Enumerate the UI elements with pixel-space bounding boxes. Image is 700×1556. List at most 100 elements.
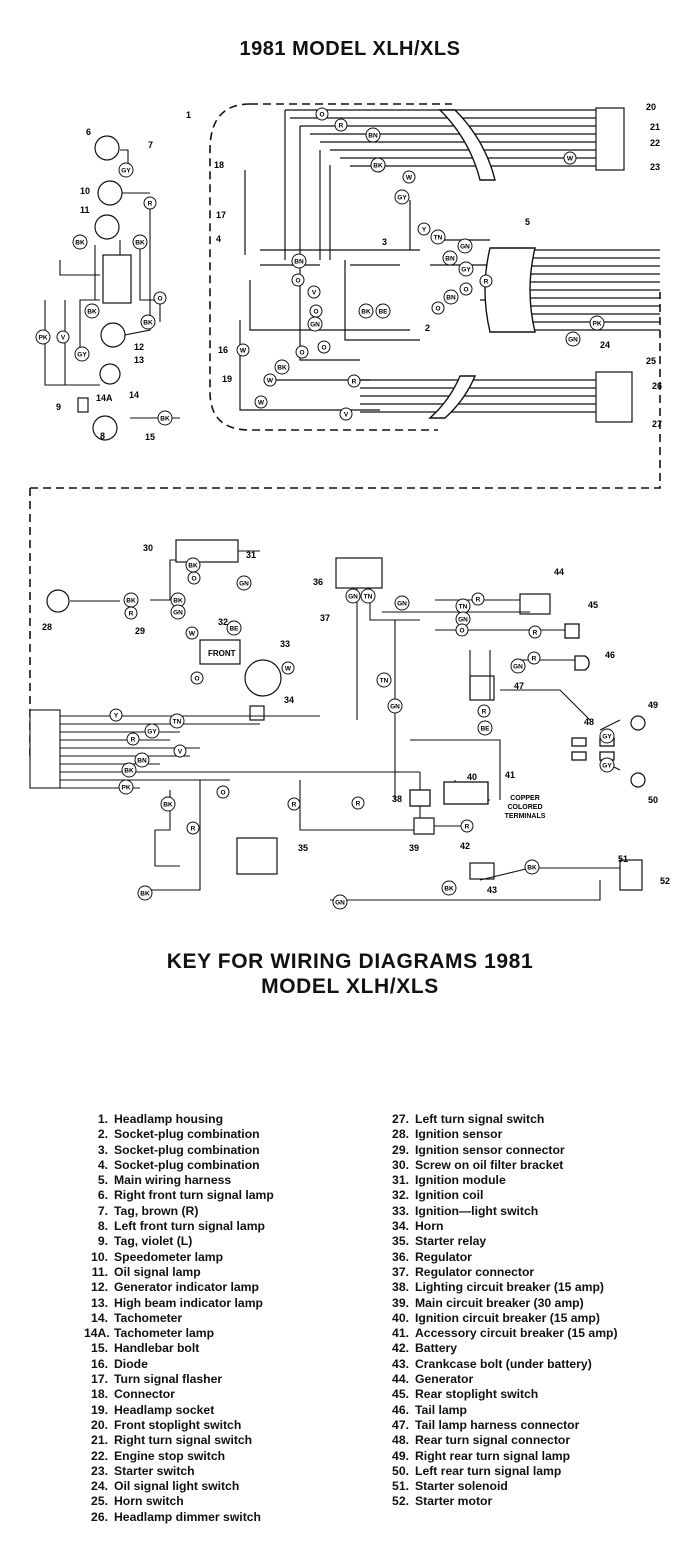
key-item: 51.Starter solenoid [385, 1479, 618, 1494]
callout-23: 23 [650, 162, 660, 172]
callout-49: 49 [648, 700, 658, 710]
key-item: 19.Headlamp socket [84, 1403, 274, 1418]
callout-43: 43 [487, 885, 497, 895]
svg-text:GN: GN [390, 704, 400, 711]
harness-break-bottom [428, 375, 477, 419]
wire-label-r: R [334, 118, 348, 132]
key-item-label: Diode [114, 1356, 148, 1371]
key-item: 17.Turn signal flasher [84, 1372, 274, 1387]
svg-text:GY: GY [602, 734, 612, 741]
key-item-label: Tachometer lamp [114, 1326, 215, 1341]
key-item: 44.Generator [385, 1372, 618, 1387]
wire-label-pk: PK [118, 779, 134, 795]
wire-label-r: R [287, 797, 301, 811]
key-item-number: 52. [392, 1494, 409, 1509]
key-item-number: 8. [97, 1219, 108, 1234]
svg-text:Y: Y [422, 227, 427, 234]
callout-1: 1 [186, 110, 191, 120]
svg-text:W: W [567, 156, 574, 163]
wire-label-gn: GN [394, 595, 410, 611]
key-item-number: 16. [91, 1356, 108, 1371]
key-item: 6.Right front turn signal lamp [84, 1188, 274, 1203]
wire-label-gn: GN [510, 658, 526, 674]
svg-text:BK: BK [163, 802, 173, 809]
callout-17: 17 [216, 210, 226, 220]
key-item-number: 18. [91, 1387, 108, 1402]
svg-text:GN: GN [310, 322, 320, 329]
key-item-label: Ignition coil [415, 1188, 484, 1203]
key-item-label: Left turn signal switch [415, 1112, 545, 1126]
key-item-number: 1. [97, 1112, 108, 1126]
wire-label-bk: BK [160, 796, 176, 812]
wire-label-gn: GN [345, 588, 361, 604]
svg-text:BN: BN [368, 133, 378, 140]
key-item: 50.Left rear turn signal lamp [385, 1464, 618, 1479]
wire-label-tn: TN [360, 588, 376, 604]
wire-label-o: O [455, 623, 469, 637]
svg-text:BN: BN [445, 256, 455, 263]
callout-22: 22 [650, 138, 660, 148]
wire-label-bk: BK [274, 359, 290, 375]
key-item-number: 15. [91, 1341, 108, 1356]
wire-label-gy: GY [599, 728, 615, 744]
callout-33: 33 [280, 639, 290, 649]
svg-text:BK: BK [361, 309, 371, 316]
callout-52: 52 [660, 876, 670, 886]
key-item-number: 23. [91, 1463, 108, 1478]
wire-label-o: O [315, 107, 329, 121]
wire-label-w: W [236, 343, 250, 357]
callout-2: 2 [425, 323, 430, 333]
svg-text:O: O [321, 345, 326, 352]
key-item-number: 12. [91, 1280, 108, 1295]
callout-19: 19 [222, 374, 232, 384]
key-item: 32. Ignition coil [385, 1188, 618, 1203]
callout-14: 14 [129, 390, 139, 400]
wire-label-r: R [126, 732, 140, 746]
wire-label-o: O [459, 282, 473, 296]
key-item-number: 29. [392, 1142, 409, 1157]
callout-26: 26 [652, 381, 662, 391]
key-item-label: Socket-plug combination [114, 1142, 260, 1157]
key-item-number: 36. [392, 1249, 409, 1264]
frame-outline [29, 292, 661, 760]
key-item-label: Socket-plug combination [114, 1157, 260, 1172]
wire-label-r: R [351, 796, 365, 810]
key-item: 45.Rear stoplight switch [385, 1387, 618, 1402]
svg-text:TN: TN [173, 719, 182, 726]
wire-label-be: BE [226, 620, 242, 636]
svg-text:BK: BK [373, 163, 383, 170]
key-item-number: 51. [392, 1479, 409, 1494]
key-item: 37.Regulator connector [385, 1265, 618, 1280]
switch-cluster-left [595, 371, 633, 423]
main-circuit-breaker [413, 817, 435, 835]
callout-18: 18 [214, 160, 224, 170]
svg-text:O: O [299, 350, 304, 357]
key-item: 40.Ignition circuit breaker (15 amp) [385, 1311, 618, 1326]
key-item-number: 44. [392, 1372, 409, 1387]
wire-label-gn: GN [457, 238, 473, 254]
svg-text:R: R [191, 826, 196, 833]
key-item: 22.Engine stop switch [84, 1449, 274, 1464]
key-item-label: Left rear turn signal lamp [415, 1463, 562, 1478]
key-item: 21.Right turn signal switch [84, 1433, 274, 1448]
svg-text:Y: Y [114, 713, 119, 720]
key-item-number: 21. [91, 1433, 108, 1448]
svg-text:BK: BK [444, 886, 454, 893]
svg-text:TN: TN [434, 235, 443, 242]
svg-text:GN: GN [239, 581, 249, 588]
wire-label-bn: BN [365, 127, 381, 143]
key-item-number: 5. [97, 1173, 108, 1188]
callout-51: 51 [618, 854, 628, 864]
key-item-label: Regulator connector [415, 1264, 535, 1279]
svg-text:BE: BE [378, 309, 388, 316]
key-item-number: 40. [392, 1310, 409, 1325]
wire-label-bk: BK [84, 303, 100, 319]
rear-stoplight-switch [564, 623, 580, 639]
key-item: 36.Regulator [385, 1250, 618, 1265]
wire-label-w: W [563, 151, 577, 165]
wire-label-bk: BK [170, 592, 186, 608]
callout-44: 44 [554, 567, 564, 577]
key-item-label: Oil signal lamp [114, 1264, 201, 1279]
key-item-label: Connector [114, 1387, 175, 1402]
key-item-number: 32. [392, 1188, 409, 1203]
